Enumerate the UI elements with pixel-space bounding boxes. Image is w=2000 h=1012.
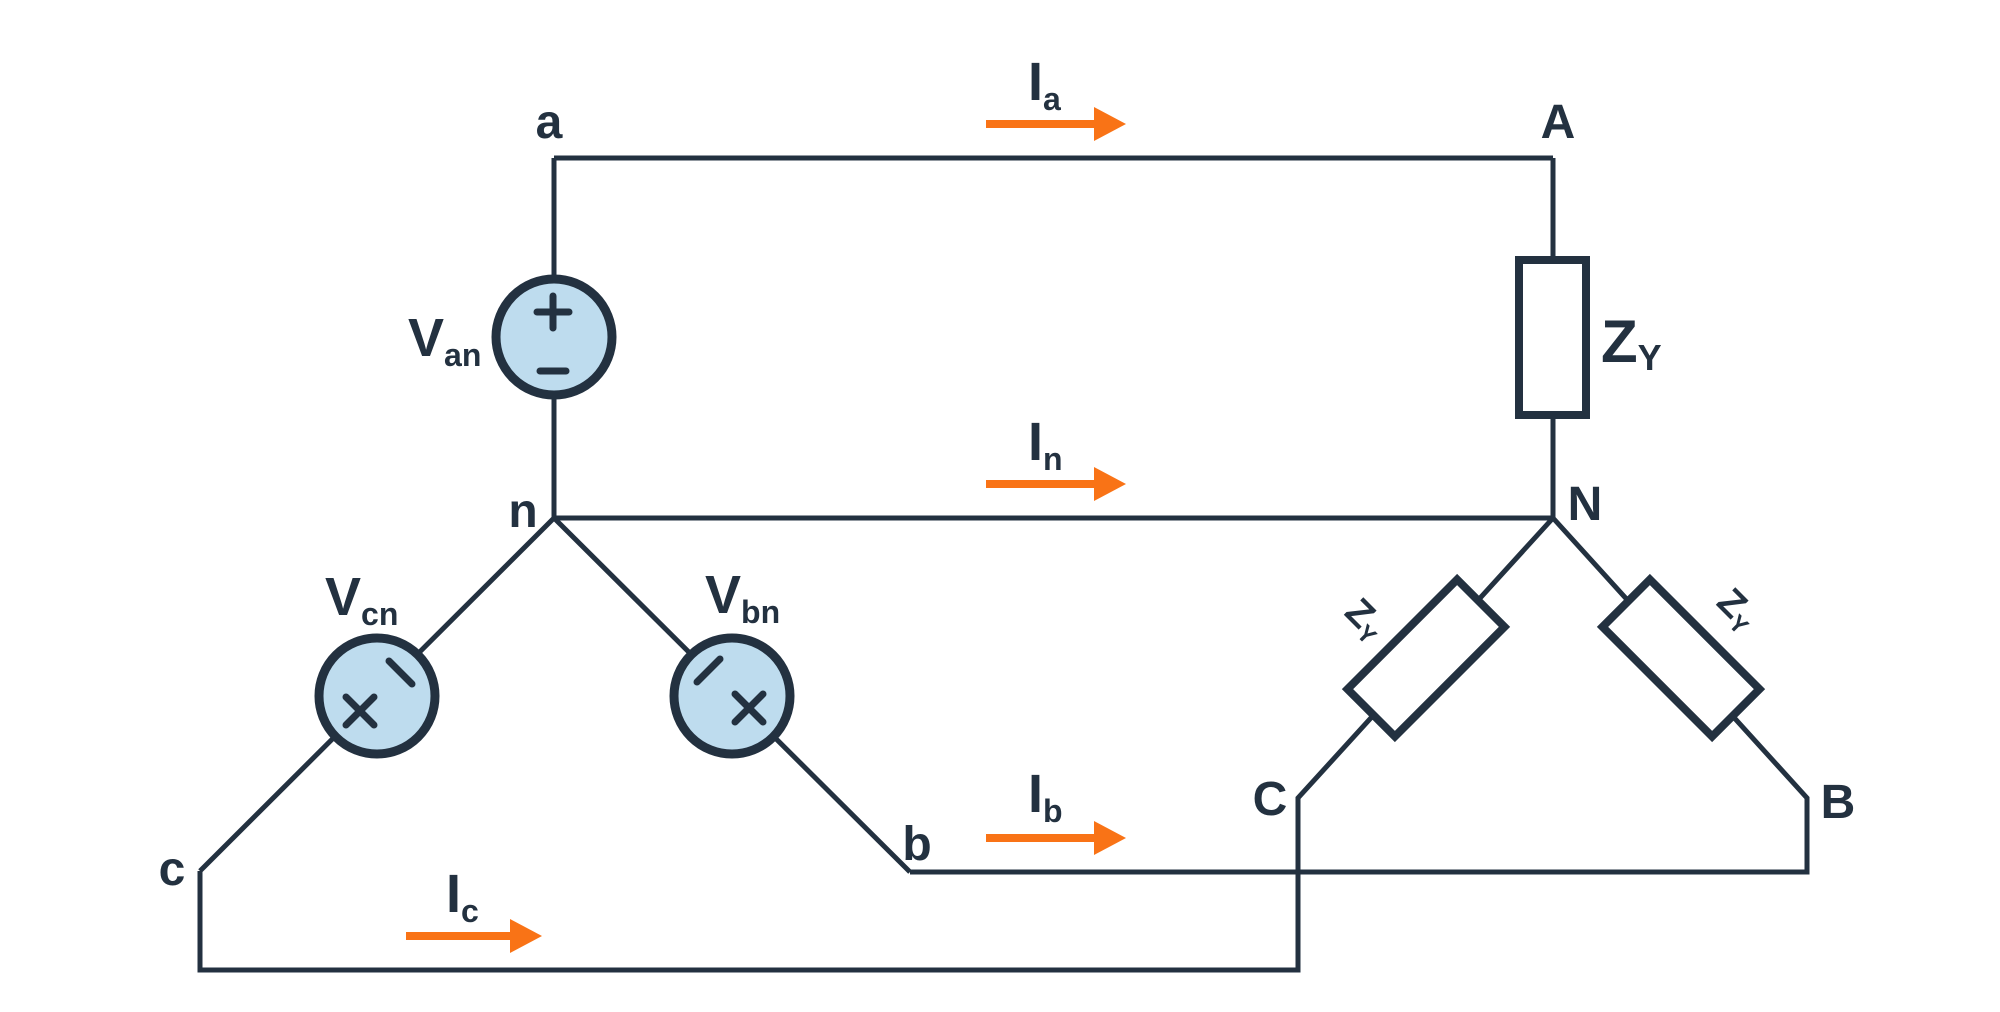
impedance-box-phase-b: [1596, 573, 1766, 743]
plus-sign-vbn: [731, 690, 767, 726]
impedance-boxes: [1341, 256, 1766, 743]
label-vcn: Vcn: [325, 567, 398, 632]
plus-sign-vcn: [342, 693, 378, 729]
label-current-ia: Ia: [1028, 52, 1061, 117]
node-label-N: N: [1568, 478, 1603, 531]
source-labels: Van Vcn Vbn: [325, 308, 780, 632]
current-labels: Ia In Ib Ic: [446, 52, 1063, 929]
arrow-head-ib: [1094, 821, 1126, 855]
node-label-c: c: [159, 843, 186, 896]
node-label-b: b: [902, 818, 931, 871]
voltage-sources: [314, 274, 795, 759]
node-label-A: A: [1541, 96, 1576, 149]
current-arrow-ia: [986, 107, 1126, 141]
current-arrow-in: [986, 467, 1126, 501]
arrow-head-ic: [510, 919, 542, 953]
impedance-box-phase-c: [1341, 573, 1511, 743]
label-zy-phase-c: ZY: [1335, 591, 1395, 651]
label-current-in: In: [1028, 412, 1063, 477]
arrow-head-ia: [1094, 107, 1126, 141]
plus-sign-van: [533, 292, 573, 332]
label-zy-phase-b: ZY: [1707, 581, 1767, 641]
source-vbn-circle: [669, 633, 795, 759]
node-label-B: B: [1821, 776, 1856, 829]
minus-sign-vbn: [693, 655, 724, 686]
current-arrow-ic: [406, 919, 542, 953]
label-vbn: Vbn: [705, 565, 780, 630]
impedance-box-phase-a: [1515, 256, 1590, 419]
node-label-a: a: [536, 96, 563, 149]
node-label-n: n: [508, 485, 537, 538]
label-zy-phase-a: ZY: [1601, 308, 1662, 378]
label-current-ib: Ib: [1028, 764, 1063, 829]
current-arrow-ib: [986, 821, 1126, 855]
label-current-ic: Ic: [446, 864, 479, 929]
current-arrows: [406, 107, 1126, 953]
label-van: Van: [408, 308, 481, 373]
source-van-circle: [491, 274, 617, 400]
node-label-C: C: [1253, 773, 1288, 826]
minus-sign-vcn: [385, 657, 416, 688]
node-labels: a A n N b B c C: [159, 96, 1856, 896]
arrow-head-in: [1094, 467, 1126, 501]
